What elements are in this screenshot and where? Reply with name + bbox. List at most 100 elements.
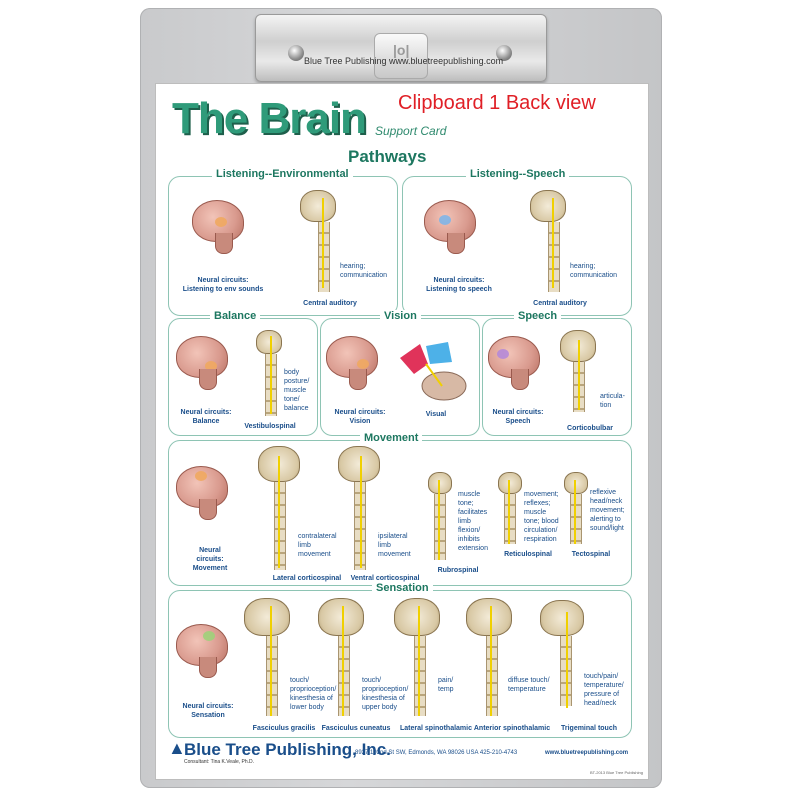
function-note: ipsilateral limb movement <box>378 533 411 558</box>
pathway-caption: Rubrospinal <box>437 567 479 574</box>
brain-slice-illustration <box>300 190 336 222</box>
spinal-segment-illustration <box>570 494 582 544</box>
pathway-line <box>418 606 420 716</box>
pathway-line <box>438 480 440 560</box>
pathway-line <box>270 336 272 414</box>
panel-title: Listening--Speech <box>466 168 570 180</box>
brain-slice-illustration <box>338 446 380 482</box>
spinal-segment-illustration <box>548 222 560 292</box>
card-subtitle: Support Card <box>375 124 447 138</box>
brain-slice-illustration <box>244 598 290 636</box>
panel-title: Listening--Environmental <box>212 168 353 180</box>
spinal-segment-illustration <box>504 494 516 544</box>
pathway-line <box>270 606 272 716</box>
hinge-icon: |o| <box>374 33 428 79</box>
brain-illustration <box>488 336 540 390</box>
pathway-caption: Lateral corticospinal <box>272 575 342 582</box>
rivet-icon <box>288 45 304 61</box>
clip-brand-text: Blue Tree Publishing www.bluetreepublish… <box>304 56 504 66</box>
view-label: Clipboard 1 Back view <box>398 92 596 114</box>
circuit-caption: Neural circuits: Listening to speech <box>426 277 492 293</box>
publisher-website: www.bluetreepublishing.com <box>545 750 629 756</box>
pathway-caption: Visual <box>425 411 447 418</box>
brain-slice-illustration <box>498 472 522 494</box>
panel-title: Balance <box>210 310 261 322</box>
pathway-caption: Anterior spinothalamic <box>473 725 551 732</box>
circuit-caption: Neural circuits: Speech <box>492 409 544 425</box>
pathway-caption: Ventral corticospinal <box>350 575 420 582</box>
pathways-heading: Pathways <box>348 147 427 166</box>
brain-slice-illustration <box>428 472 452 494</box>
function-note: movement; reflexes; muscle tone; blood c… <box>524 491 559 543</box>
circuit-caption: Neural circuits: Sensation <box>182 703 234 719</box>
pathway-line <box>278 456 280 568</box>
function-note: touch/ proprioception/ kinesthesia of up… <box>362 677 409 711</box>
spinal-segment-illustration <box>274 482 286 570</box>
brain-slice-illustration <box>466 598 512 636</box>
pathway-caption: Fasciculus cuneatus <box>321 725 391 732</box>
panel-title: Movement <box>360 432 423 444</box>
publisher-address: 8927 192nd St SW, Edmonds, WA 98026 USA … <box>355 750 518 756</box>
circuit-caption: Neural circuits: Listening to env sounds <box>182 277 264 293</box>
pathway-caption: Corticobulbar <box>567 425 613 432</box>
visual-field-diagram <box>400 342 467 401</box>
function-note: body posture/ muscle tone/ balance <box>284 369 310 412</box>
clipboard-clip: |o| Blue Tree Publishing www.bluetreepub… <box>255 14 547 82</box>
pathway-line <box>574 480 576 544</box>
spinal-segment-illustration <box>338 636 350 716</box>
publisher-name: Blue Tree Publishing, Inc. <box>184 740 391 759</box>
pathway-line <box>508 480 510 544</box>
pathway-line <box>322 198 324 288</box>
spinal-segment-illustration <box>414 636 426 716</box>
brain-slice-illustration <box>318 598 364 636</box>
function-note: contralateral limb movement <box>298 533 337 558</box>
pathway-caption: Reticulospinal <box>504 551 552 558</box>
pathway-caption: Vestibulospinal <box>244 423 296 430</box>
brain-slice-illustration <box>530 190 566 222</box>
panel-listening-environmental <box>168 176 398 316</box>
pathway-line <box>342 606 344 716</box>
pathway-caption: Central auditory <box>533 300 587 307</box>
function-note: diffuse touch/ temperature <box>508 677 550 693</box>
consultant-credit: Consultant: Tina K.Veale, Ph.D. <box>184 759 255 765</box>
brain-slice-illustration <box>564 472 588 494</box>
panel-title: Sensation <box>372 582 433 594</box>
pathway-caption: Tectospinal <box>571 551 611 558</box>
function-note: hearing; communication <box>340 263 388 279</box>
panel-title: Vision <box>380 310 421 322</box>
brain-slice-illustration <box>256 330 282 354</box>
function-note: touch/ proprioception/ kinesthesia of lo… <box>290 677 337 711</box>
spinal-segment-illustration <box>266 636 278 716</box>
spinal-segment-illustration <box>486 636 498 716</box>
pathway-line <box>552 198 554 288</box>
brain-illustration <box>424 200 476 254</box>
copyright-note: BT-2013 Blue Tree Publishing <box>590 770 643 775</box>
spinal-segment-illustration <box>318 222 330 292</box>
function-note: pain/ temp <box>438 677 454 693</box>
panel-title: Speech <box>514 310 562 322</box>
brain-slice-illustration <box>540 600 584 636</box>
circuit-caption: Neural circuits: Balance <box>180 409 232 425</box>
tree-logo-icon: ▲ <box>168 738 186 758</box>
card-title: The Brain <box>172 94 367 143</box>
function-note: reflexive head/neck movement; alerting t… <box>590 489 625 532</box>
pathway-line <box>360 456 362 568</box>
pathway-caption: Central auditory <box>303 300 357 307</box>
circuit-caption: Neural circuits: Vision <box>334 409 386 425</box>
rivet-icon <box>496 45 512 61</box>
function-note: touch/pain/ temperature/ pressure of hea… <box>584 673 624 707</box>
brain-illustration <box>176 466 228 520</box>
pathway-caption: Fasciculus gracilis <box>252 725 316 732</box>
brain-illustration <box>192 200 244 254</box>
pathway-caption: Lateral spinothalamic <box>400 725 472 732</box>
brain-illustration <box>176 336 228 390</box>
panel-listening-speech <box>402 176 632 316</box>
pathway-line <box>490 606 492 716</box>
brain-illustration <box>326 336 378 390</box>
pathway-line <box>566 612 568 708</box>
pathway-caption: Trigeminal touch <box>560 725 617 732</box>
circuit-caption: Neural circuits: Movement <box>192 547 228 572</box>
brain-slice-illustration <box>394 598 440 636</box>
brain-illustration <box>176 624 228 678</box>
function-note: articula- tion <box>600 393 625 409</box>
